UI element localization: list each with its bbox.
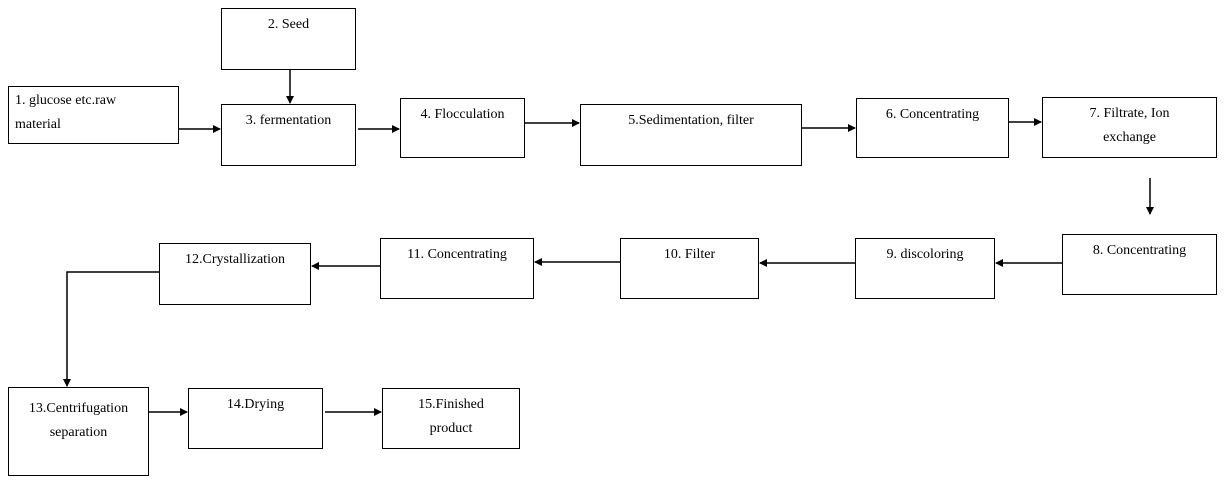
step-ion-exchange-box: 7. Filtrate, Ion exchange (1042, 97, 1217, 158)
step-ion-exchange-label: 7. Filtrate, Ion exchange (1089, 106, 1170, 145)
step-seed-label: 2. Seed (267, 17, 310, 32)
step-fermentation-label: 3. fermentation (245, 113, 332, 128)
step-crystallization-label: 12.Crystallization (185, 252, 285, 267)
step-seed-box: 2. Seed (221, 8, 356, 70)
step-concentrating-2-label: 8. Concentrating (1092, 243, 1187, 258)
step-filter-label: 10. Filter (663, 247, 716, 262)
step-raw-material-label: 1. glucose etc.raw material (15, 93, 117, 132)
step-crystallization-box: 12.Crystallization (159, 243, 311, 305)
step-flocculation-label: 4. Flocculation (420, 107, 505, 122)
step-discoloring-box: 9. discoloring (855, 238, 995, 299)
step-concentrating-3-box: 11. Concentrating (380, 238, 534, 299)
step-concentrating-3-label: 11. Concentrating (407, 247, 507, 262)
step-centrifugation-label: 13.Centrifugation separation (28, 401, 129, 440)
step-raw-material-box: 1. glucose etc.raw material (8, 86, 179, 144)
step-discoloring-label: 9. discoloring (886, 247, 964, 262)
arrow-crystallization-to-centrifugation (63, 271, 159, 387)
step-drying-box: 14.Drying (188, 388, 323, 449)
step-concentrating-1-label: 6. Concentrating (885, 107, 980, 122)
step-concentrating-2-box: 8. Concentrating (1062, 234, 1217, 295)
step-fermentation-box: 3. fermentation (221, 104, 356, 166)
step-filter-box: 10. Filter (620, 238, 759, 299)
step-flocculation-box: 4. Flocculation (400, 98, 525, 158)
step-centrifugation-box: 13.Centrifugation separation (8, 387, 149, 476)
step-finished-product-label: 15.Finished product (418, 397, 484, 436)
step-concentrating-1-box: 6. Concentrating (856, 98, 1009, 158)
step-sedimentation-filter-box: 5.Sedimentation, filter (580, 104, 802, 166)
step-sedimentation-filter-label: 5.Sedimentation, filter (628, 113, 754, 128)
step-finished-product-box: 15.Finished product (382, 388, 520, 449)
step-drying-label: 14.Drying (226, 397, 285, 412)
